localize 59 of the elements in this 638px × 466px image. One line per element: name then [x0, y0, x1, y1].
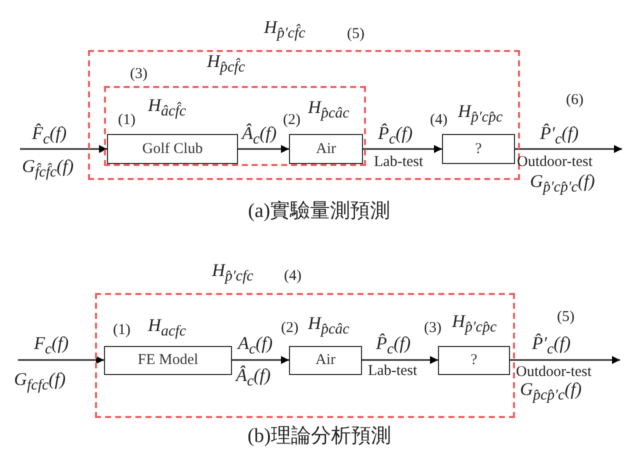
- box-label: Air: [316, 352, 336, 369]
- process-box: [104, 346, 232, 375]
- box-label: ?: [470, 352, 478, 369]
- text-label: Outdoor-test: [517, 154, 593, 170]
- arrow: [515, 145, 622, 153]
- step-number: (4): [430, 112, 448, 128]
- step-number: (3): [130, 66, 148, 82]
- transfer-function-label: H$_{p̂câc}$: [308, 98, 350, 122]
- transfer-function-label: H$_{p̂câc}$: [308, 314, 350, 338]
- signal-label: Â$_{c}$(f): [236, 366, 271, 390]
- figure-caption: (a)實驗量測預測: [248, 200, 390, 222]
- signal-label: Â$_{c}$(f): [242, 124, 277, 148]
- step-number: (5): [347, 26, 364, 42]
- transfer-function-label: H$_{âcf̂c}$: [148, 96, 186, 120]
- transfer-function-label: H$_{p̂′cp̂c}$: [458, 102, 503, 126]
- text-label: Lab-test: [368, 363, 418, 380]
- arrow: [238, 145, 289, 153]
- transfer-function-label: H$_{p̂′cf̂c}$: [264, 18, 306, 42]
- arrow: [363, 145, 442, 153]
- process-box: [438, 346, 510, 375]
- text-label: Lab-test: [374, 154, 424, 170]
- signal-label: P̂′$_{c}$(f): [540, 124, 579, 148]
- arrow: [232, 356, 289, 364]
- process-box: [107, 134, 238, 164]
- arrow: [362, 356, 438, 364]
- transfer-function-label: H$_{acfc}$: [148, 316, 186, 340]
- process-box: [442, 134, 515, 164]
- step-number: (4): [284, 268, 302, 284]
- box-label: Golf Club: [142, 140, 203, 158]
- text-label: (5): [557, 309, 574, 326]
- box-label: FE Model: [138, 352, 198, 369]
- step-number: (1): [113, 322, 130, 338]
- box-label: Air: [316, 140, 336, 158]
- text-label: (6): [566, 92, 584, 108]
- signal-label: G$_{p̂′cp̂′c}$(f): [530, 172, 595, 196]
- step-number: (1): [118, 112, 136, 128]
- arrow: [20, 145, 107, 153]
- signal-label: G$_{f̂cf̂c}$(f): [22, 157, 74, 182]
- signal-label: P̂′$_{c}$(f): [532, 334, 571, 358]
- process-box: [289, 134, 363, 164]
- transfer-function-label: H$_{p̂cf̂c}$: [207, 52, 245, 76]
- text-label: Outdoor-test: [516, 364, 592, 380]
- signal-label: P̂$_{c}$(f): [378, 124, 413, 148]
- step-number: (3): [424, 320, 442, 336]
- signal-label: G$_{p̂cp̂′c}$(f): [520, 380, 582, 404]
- signal-label: A$_{c}$(f): [238, 334, 273, 358]
- process-box: [289, 346, 362, 375]
- transfer-function-label: H$_{p̂′cp̂c}$: [452, 312, 497, 336]
- step-number: (2): [281, 320, 298, 336]
- figure-caption: (b)理論分析預測: [248, 425, 391, 447]
- step-number: (2): [283, 112, 300, 128]
- signal-label: F̂$_{c}$(f): [32, 124, 67, 148]
- arrow: [18, 356, 104, 364]
- signal-label: P̂$_{c}$(f): [376, 334, 411, 358]
- box-label: ?: [475, 140, 482, 158]
- signal-label: G$_{fcfc}$(f): [14, 370, 66, 394]
- signal-label: F$_{c}$(f): [34, 334, 69, 358]
- arrow: [510, 356, 620, 364]
- transfer-function-label: H$_{p̂′cfc}$: [212, 261, 254, 286]
